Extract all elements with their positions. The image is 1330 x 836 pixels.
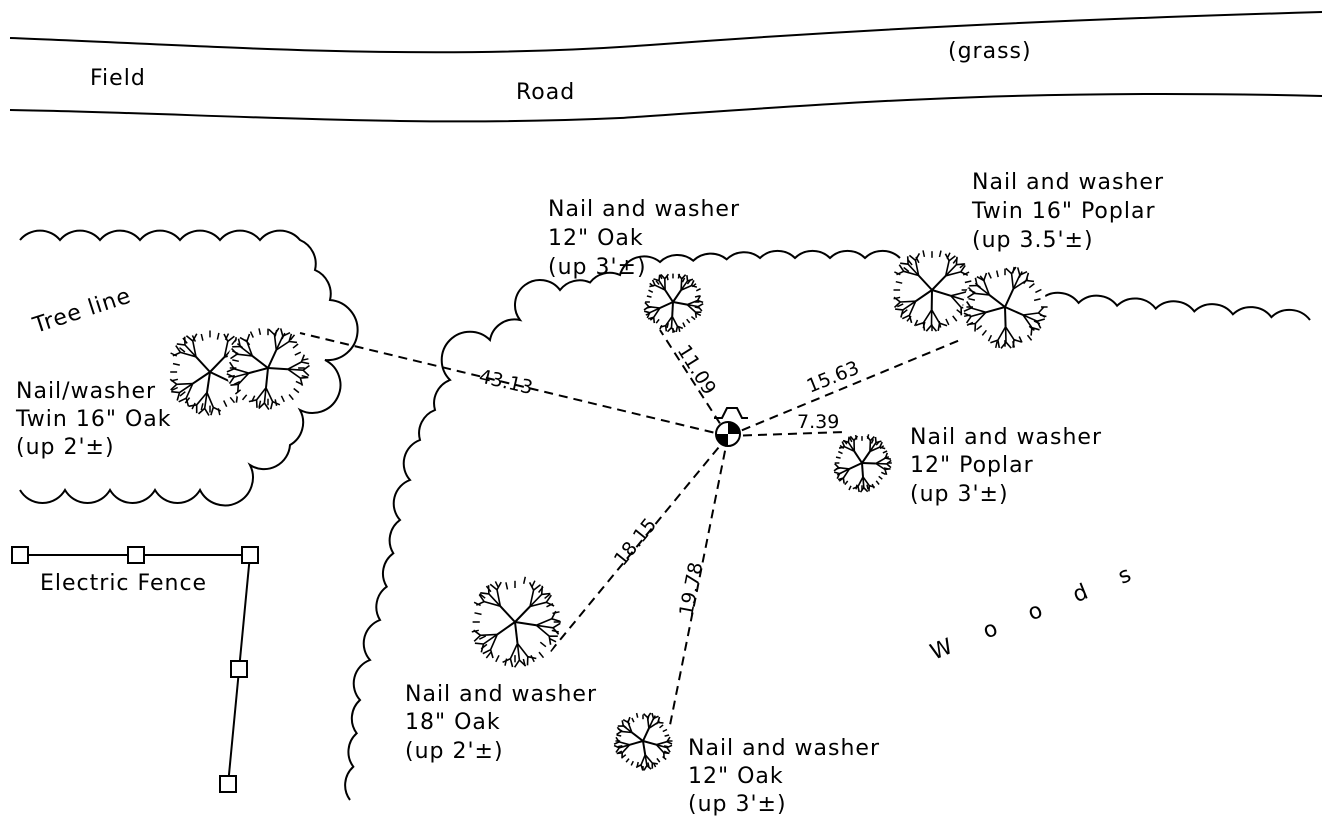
distance-12-oak-south: 19.78	[675, 560, 707, 618]
oak-tree-icon	[469, 576, 561, 668]
electric-fence-label: Electric Fence	[40, 571, 207, 596]
electric-fence	[11, 546, 259, 793]
grass-label: (grass)	[948, 39, 1032, 64]
distance-12-oak-north: 11.09	[673, 341, 720, 399]
tie-line-twin-poplar	[727, 339, 961, 437]
poplar-tree-icon	[832, 433, 892, 493]
road-label: Road	[516, 80, 575, 105]
distance-18-oak: 18.15	[610, 514, 661, 570]
benchmark-icon	[714, 407, 748, 447]
tree-line-segment	[344, 249, 901, 801]
road-edge-north	[9, 11, 1323, 54]
distance-twin-oak: 43.13	[477, 365, 535, 399]
label-18-oak: Nail and washer 18" Oak (up 2'±)	[405, 682, 605, 764]
twin-poplar-tree-icon	[963, 265, 1048, 349]
field-label: Field	[90, 66, 146, 91]
label-12-poplar: Nail and washer 12" Poplar (up 3'±)	[910, 425, 1110, 507]
distance-12-poplar: 7.39	[797, 411, 839, 433]
fence-post	[230, 660, 248, 678]
tie-line-twin-oak	[299, 332, 729, 437]
fence-post	[127, 546, 145, 564]
fence-post	[241, 546, 259, 564]
label-twin-poplar: Nail and washer Twin 16" Poplar (up 3.5'…	[971, 170, 1172, 253]
tie-line-12-poplar	[727, 431, 846, 437]
label-twin-oak: Nail/washer Twin 16" Oak (up 2'±)	[15, 379, 179, 460]
tree-line-label: Tree line	[29, 284, 134, 339]
fence-post	[219, 775, 237, 793]
woods-label: W o o d s	[927, 557, 1148, 666]
distance-twin-poplar: 15.63	[804, 357, 863, 398]
fence-post	[11, 546, 29, 564]
label-12-oak-north: Nail and washer 12" Oak (up 3'±)	[548, 197, 748, 280]
tree-line	[19, 229, 1311, 801]
twin-poplar-tree-icon	[890, 248, 974, 332]
tree-line-segment	[19, 229, 359, 507]
tree-line-segment	[1039, 291, 1311, 321]
label-12-oak-south: Nail and washer 12" Oak (up 3'±)	[688, 736, 888, 817]
oak-tree-icon	[613, 711, 673, 771]
oak-tree-icon	[642, 271, 704, 333]
trees	[166, 248, 1048, 771]
tie-line-18-oak	[549, 435, 729, 653]
tie-line-12-oak-south	[667, 435, 729, 736]
road-edge-south	[9, 92, 1323, 123]
twin-oak-tree-icon	[226, 326, 310, 411]
